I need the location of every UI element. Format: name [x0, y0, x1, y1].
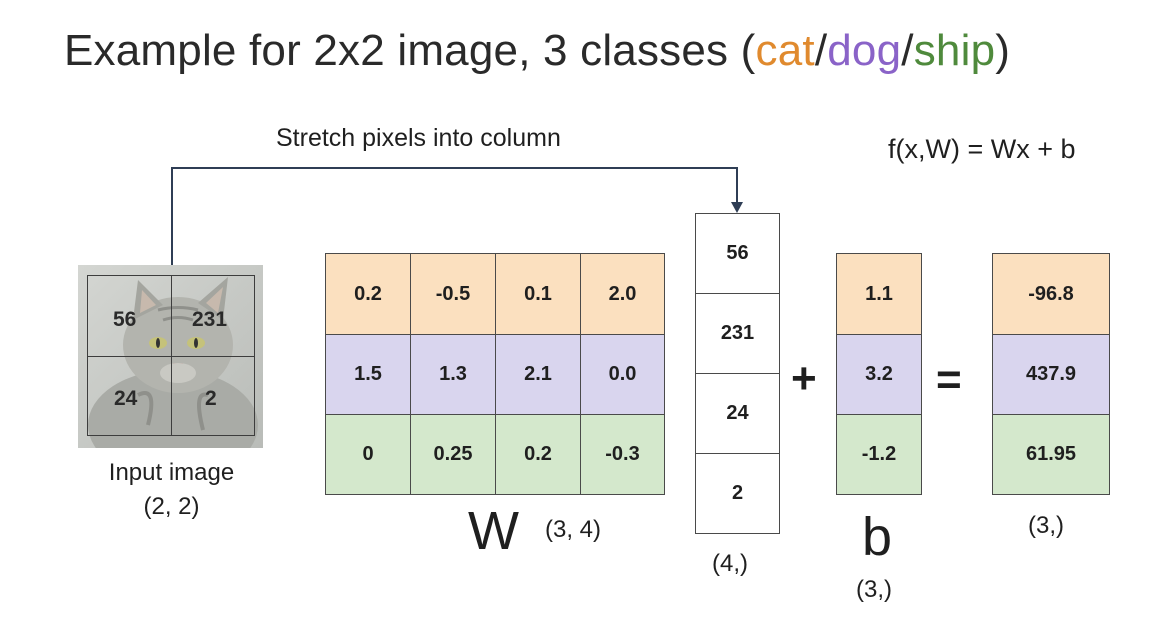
input-image-label: Input image: [108, 459, 235, 486]
result-cell: 61.95: [992, 414, 1110, 495]
w-cell: 0.0: [580, 334, 665, 415]
stretch-label: Stretch pixels into column: [276, 124, 561, 152]
w-cell: 1.3: [410, 334, 496, 415]
b-cell: -1.2: [836, 414, 922, 495]
w-cell: 0.1: [495, 253, 581, 335]
b-label: b: [862, 507, 893, 567]
w-cell: 2.1: [495, 334, 581, 415]
w-cell: 1.5: [325, 334, 411, 415]
equals-sign: =: [936, 355, 962, 404]
slide-title: Example for 2x2 image, 3 classes (cat/do…: [64, 26, 1010, 76]
w-cell: 0.25: [410, 414, 496, 495]
result-cell: -96.8: [992, 253, 1110, 335]
w-shape: (3, 4): [545, 516, 602, 543]
image-pixel-grid: [87, 275, 255, 436]
result-shape: (3,): [1028, 512, 1064, 539]
input-image-caption: Input image (2, 2): [84, 459, 259, 521]
title-prefix: Example for 2x2 image, 3 classes (: [64, 26, 756, 75]
w-cell: 0.2: [495, 414, 581, 495]
w-cell: 0.2: [325, 253, 411, 335]
result-cell: 437.9: [992, 334, 1110, 415]
title-cat: cat: [755, 26, 815, 75]
w-cell: -0.5: [410, 253, 496, 335]
x-shape: (4,): [712, 550, 748, 577]
formula: f(x,W) = Wx + b: [888, 134, 1076, 164]
image-pixel-3: 2: [205, 387, 217, 410]
w-cell: -0.3: [580, 414, 665, 495]
b-shape: (3,): [856, 576, 892, 603]
input-image-shape: (2, 2): [143, 493, 200, 520]
title-ship: ship: [913, 26, 996, 75]
plus-sign: +: [791, 354, 817, 403]
image-pixel-0: 56: [113, 308, 137, 331]
w-cell: 0: [325, 414, 411, 495]
title-sep1: /: [814, 26, 828, 75]
b-cell: 3.2: [836, 334, 922, 415]
x-cell: 231: [695, 293, 780, 374]
image-pixel-2: 24: [114, 387, 138, 410]
x-cell: 24: [695, 373, 780, 454]
w-label: W: [468, 501, 519, 561]
x-cell: 2: [695, 453, 780, 534]
image-pixel-1: 231: [192, 308, 228, 331]
title-sep2: /: [901, 26, 914, 75]
b-cell: 1.1: [836, 253, 922, 335]
w-cell: 2.0: [580, 253, 665, 335]
title-dog: dog: [827, 26, 902, 75]
title-suffix: ): [995, 26, 1011, 75]
x-cell: 56: [695, 213, 780, 294]
